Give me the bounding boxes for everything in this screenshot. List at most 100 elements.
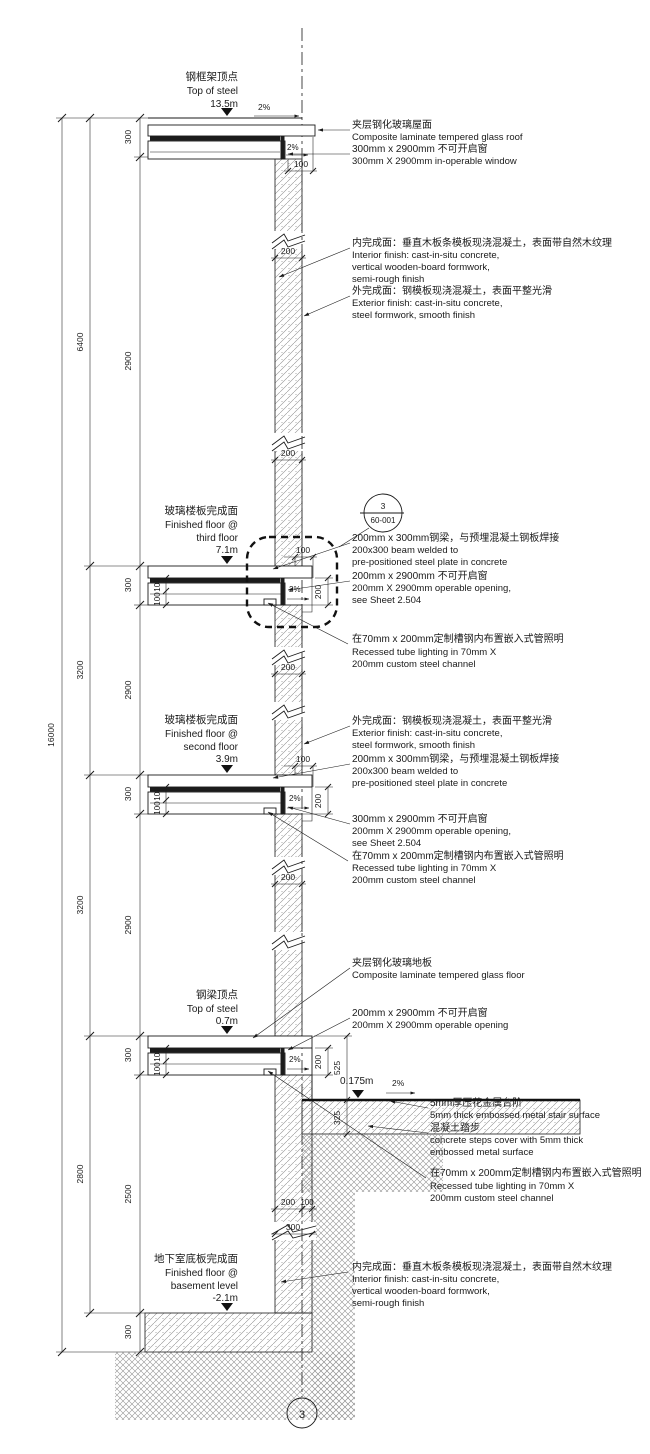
note-window1-zh: 200mm x 2900mm 不可开启窗 — [352, 1006, 488, 1019]
earth-below-basement — [115, 1352, 355, 1420]
note-stair-zh: 5mm厚压花金属台阶 — [430, 1096, 522, 1109]
dim-beam-offset-100-2: 100 — [296, 754, 310, 764]
dim-glass-100b2: 100 — [153, 801, 162, 815]
note-light1-zh: 在70mm x 200mm定制槽钢内布置嵌入式管照明 — [430, 1166, 642, 1179]
level-third-en2: third floor — [196, 533, 238, 544]
note-interior-zh: 内完成面：垂直木板条模板现浇混凝土，表面带自然木纹理 — [352, 236, 612, 249]
roof-window-frame — [280, 136, 285, 159]
note-exterior-en2: steel formwork, smooth finish — [352, 310, 475, 321]
level-roof-elev: 13.5m — [210, 99, 238, 110]
level-first-en: Top of steel — [187, 1004, 238, 1015]
level-roof-en: Top of steel — [187, 86, 238, 97]
note-window3-zh: 200mm x 2900mm 不可开启窗 — [352, 569, 488, 582]
note-light3-en2: 200mm custom steel channel — [352, 659, 476, 670]
first-floor-window-frame — [280, 1048, 285, 1075]
note-steps-en2: embossed metal surface — [430, 1147, 534, 1158]
level-basement-en2: basement level — [171, 1281, 238, 1292]
level-third: 玻璃楼板完成面 Finished floor @ third floor 7.1… — [165, 504, 239, 564]
section-marker-number: 3 — [299, 1409, 305, 1421]
level-third-zh: 玻璃楼板完成面 — [165, 504, 239, 517]
dim-mid-3200b: 3200 — [75, 895, 85, 914]
note-beam3-en1: 200x300 beam welded to — [352, 545, 458, 556]
note-beam2-en2: pre-positioned steel plate in concrete — [352, 778, 507, 789]
concrete-step-band — [301, 1099, 581, 1135]
note-exterior-en1: Exterior finish: cast-in-situ concrete, — [352, 298, 502, 309]
dim-inner-4: 300 — [123, 787, 133, 801]
dim-inner-7: 2500 — [123, 1184, 133, 1203]
roof-assembly: 2% 2% 100 — [147, 102, 317, 175]
note-interior-base-en3: semi-rough finish — [352, 1298, 424, 1309]
note-exterior-zh: 外完成面：钢模板现浇混凝土，表面平整光滑 — [352, 284, 552, 297]
note-window2-zh: 300mm x 2900mm 不可开启窗 — [352, 812, 488, 825]
note-window3-en2: see Sheet 2.504 — [352, 595, 421, 606]
level-grade: 0.175m 2% — [340, 1076, 416, 1098]
dim-belowwall-100: 100 — [300, 1198, 314, 1207]
dim-sill-525: 525 — [332, 1061, 342, 1075]
dim-wall-200d: 200 — [281, 872, 295, 882]
level-third-en1: Finished floor @ — [165, 520, 238, 531]
second-floor-slab: 2% 100 100 200 100 — [147, 754, 333, 822]
dim-window-200-2: 200 — [313, 794, 323, 808]
note-light1-en1: Recessed tube lighting in 70mm X — [430, 1181, 575, 1192]
first-floor-slab: 2% 100 100 200 — [147, 1035, 333, 1100]
dim-window-200: 200 — [313, 585, 323, 599]
note-exterior2-zh: 外完成面：钢模板现浇混凝土，表面平整光滑 — [352, 714, 552, 727]
ground-hatching — [115, 1099, 581, 1420]
note-interior-en3: semi-rough finish — [352, 274, 424, 285]
dim-glass-100b: 100 — [153, 592, 162, 606]
level-basement-zh: 地下室底板完成面 — [154, 1252, 238, 1265]
level-second-en2: second floor — [184, 742, 239, 753]
roof-glass-panel — [147, 124, 316, 137]
note-roof-window-zh: 300mm x 2900mm 不可开启窗 — [352, 142, 488, 155]
note-interior-base-zh: 内完成面：垂直木板条模板现浇混凝土，表面带自然木纹理 — [352, 1260, 612, 1273]
dim-window-200-3: 200 — [313, 1055, 323, 1069]
below-grade-wall — [274, 1074, 313, 1314]
dim-total: 16000 — [46, 723, 56, 747]
level-basement: 地下室底板完成面 Finished floor @ basement level… — [154, 1252, 238, 1311]
detail-callout: 3 60-001 — [245, 493, 404, 629]
wall-width-dimensions: 200 200 200 200 200 100 300 — [271, 246, 317, 1238]
level-second-zh: 玻璃楼板完成面 — [165, 713, 239, 726]
level-marker-triangle — [221, 765, 233, 773]
note-light3-zh: 在70mm x 200mm定制槽钢内布置嵌入式管照明 — [352, 632, 564, 645]
note-window3-en1: 200mm X 2900mm operable opening, — [352, 583, 511, 594]
level-third-elev: 7.1m — [216, 545, 238, 556]
level-first-elev: 0.7m — [216, 1016, 238, 1027]
dim-glass-100a2: 100 — [153, 787, 162, 801]
level-basement-en1: Finished floor @ — [165, 1268, 238, 1279]
dim-roof-edge-100: 100 — [294, 159, 308, 169]
dim-glass-100a3: 100 — [153, 1048, 162, 1062]
note-beam2-en1: 200x300 beam welded to — [352, 766, 458, 777]
level-marker-triangle — [221, 1026, 233, 1034]
earth-under-steps — [302, 1134, 443, 1192]
note-roof-window-en: 300mm X 2900mm in-operable window — [352, 156, 517, 167]
dim-inner-0: 300 — [123, 130, 133, 144]
note-steps-en1: concrete steps cover with 5mm thick — [430, 1135, 583, 1146]
dim-inner-2: 300 — [123, 578, 133, 592]
level-basement-elev: -2.1m — [212, 1293, 238, 1304]
note-light2-en2: 200mm custom steel channel — [352, 875, 476, 886]
dim-inner-6: 300 — [123, 1048, 133, 1062]
dim-mid-3200a: 3200 — [75, 660, 85, 679]
dim-belowwall-300: 300 — [286, 1222, 300, 1232]
note-beam3-zh: 200mm x 300mm钢梁，与预埋混凝土钢板焊接 — [352, 531, 559, 544]
level-second-elev: 3.9m — [216, 754, 238, 765]
note-interior-en2: vertical wooden-board formwork, — [352, 262, 490, 273]
note-light1-en2: 200mm custom steel channel — [430, 1193, 554, 1204]
note-stair-en: 5mm thick embossed metal stair surface — [430, 1110, 600, 1121]
level-marker-triangle — [221, 556, 233, 564]
dim-inner-3: 2900 — [123, 680, 133, 699]
level-second-en1: Finished floor @ — [165, 729, 238, 740]
note-interior-en1: Interior finish: cast-in-situ concrete, — [352, 250, 499, 261]
detail-sheet-ref: 60-001 — [371, 516, 396, 525]
level-first: 钢梁顶点 Top of steel 0.7m — [187, 988, 238, 1034]
dim-beam-offset-100: 100 — [296, 545, 310, 555]
grade-slope-label: 2% — [392, 1078, 405, 1088]
level-roof: 钢框架顶点 Top of steel 13.5m — [186, 70, 238, 116]
dim-inner-8: 300 — [123, 1325, 133, 1339]
level-marker-triangle — [221, 1303, 233, 1311]
section-marker: 3 — [286, 1397, 318, 1429]
note-glass-floor-en: Composite laminate tempered glass floor — [352, 970, 525, 981]
